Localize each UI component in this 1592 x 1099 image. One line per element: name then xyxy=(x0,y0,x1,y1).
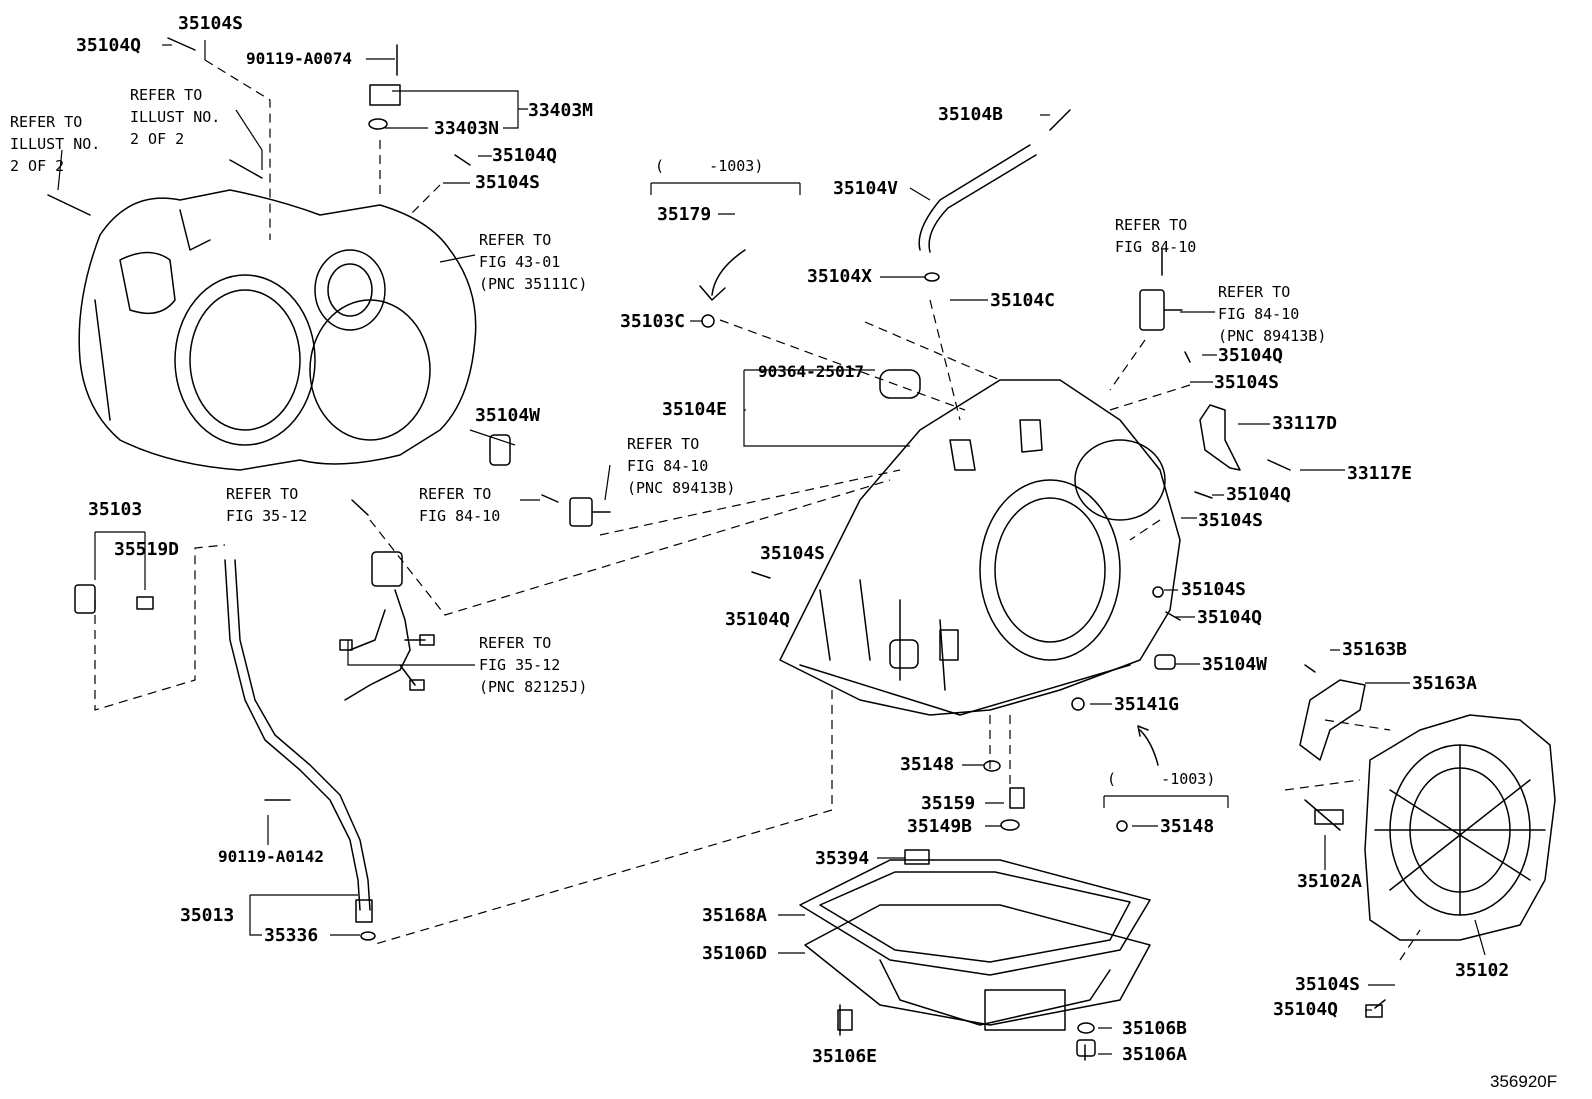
reference-note: REFER TO ILLUST NO. 2 OF 2 xyxy=(130,86,221,148)
part-label: 35103C xyxy=(620,311,686,332)
reference-note: REFER TO FIG 43-01 (PNC 35111C) xyxy=(479,231,588,293)
part-label: 35104Q xyxy=(1218,345,1284,366)
part-label: 35179 xyxy=(657,204,712,225)
part-label: 35104Q xyxy=(492,145,558,166)
part-label: 35013 xyxy=(180,905,235,926)
part-label: 35102A xyxy=(1297,871,1363,892)
part-label: 33117E xyxy=(1347,463,1413,484)
part-label: 35104Q xyxy=(1197,607,1263,628)
reference-note: REFER TO FIG 35-12 xyxy=(226,485,308,525)
transaxle-case-main xyxy=(779,379,1181,716)
part-label: 35104S xyxy=(1198,510,1264,531)
part-label: 35104Q xyxy=(725,609,791,630)
direction-arrows xyxy=(699,249,1159,766)
part-label: 35104S xyxy=(178,13,244,34)
part-label: 35104Q xyxy=(76,35,142,56)
wire-harness xyxy=(339,551,435,701)
diagram-code: 356920F xyxy=(1490,1072,1558,1091)
part-label: 35104Q xyxy=(1273,999,1339,1020)
plate-35163A xyxy=(1299,679,1366,761)
part-label: 33117D xyxy=(1272,413,1338,434)
filler-tube xyxy=(918,109,1071,253)
date-range-note: ( -1003) xyxy=(655,157,764,175)
part-label: 35106A xyxy=(1122,1044,1188,1065)
bracket-33117D xyxy=(1199,404,1241,471)
part-label: 33403N xyxy=(434,118,500,139)
part-label: 35104S xyxy=(475,172,541,193)
part-label: 90364-25017 xyxy=(758,362,864,381)
part-label: 35104S xyxy=(1181,579,1247,600)
date-range-note: ( -1003) xyxy=(1107,770,1216,788)
leader-lines xyxy=(57,40,1486,1055)
part-label: 35159 xyxy=(921,793,976,814)
part-label: 35104S xyxy=(760,543,826,564)
side-cover-35102 xyxy=(1364,714,1556,941)
reference-note: REFER TO FIG 84-10 (PNC 89413B) xyxy=(627,435,736,497)
part-label: 35104X xyxy=(807,266,873,287)
reference-note: REFER TO ILLUST NO. 2 OF 2 xyxy=(10,113,101,175)
transaxle-housing-left xyxy=(78,189,477,471)
part-label: 35102 xyxy=(1455,960,1510,981)
part-label: 35104S xyxy=(1295,974,1361,995)
part-label: 35141G xyxy=(1114,694,1180,715)
part-label: 35106E xyxy=(812,1046,878,1067)
part-label: 35104W xyxy=(1202,654,1268,675)
part-label: 90119-A0142 xyxy=(218,847,324,866)
part-label: 35104E xyxy=(662,399,728,420)
reference-note: REFER TO FIG 35-12 (PNC 82125J) xyxy=(479,634,588,696)
part-label: 35104W xyxy=(475,405,541,426)
part-label: 35104V xyxy=(833,178,899,199)
reference-note: REFER TO FIG 84-10 xyxy=(419,485,501,525)
part-label: 35519D xyxy=(114,539,180,560)
speed-sensor-right xyxy=(1139,289,1183,331)
dashed-reference-lines xyxy=(94,59,1421,961)
washers xyxy=(360,118,1164,1034)
reference-note: REFER TO FIG 84-10 (PNC 89413B) xyxy=(1218,283,1327,345)
part-label: 35104S xyxy=(1214,372,1280,393)
part-label: 35106B xyxy=(1122,1018,1188,1039)
part-label: 35148 xyxy=(900,754,955,775)
dipstick-tube xyxy=(224,559,373,923)
part-label: 35149B xyxy=(907,816,973,837)
bolts xyxy=(47,37,1386,1061)
part-label: 33403M xyxy=(528,100,594,121)
part-label: 35104Q xyxy=(1226,484,1292,505)
part-label: 35394 xyxy=(815,848,870,869)
part-label: 35148 xyxy=(1160,816,1215,837)
part-label: 35168A xyxy=(702,905,768,926)
part-label: 35104C xyxy=(990,290,1056,311)
part-label: 35104B xyxy=(938,104,1004,125)
reference-note: REFER TO FIG 84-10 xyxy=(1115,216,1197,256)
part-label: 35106D xyxy=(702,943,768,964)
oil-pan xyxy=(799,859,1151,1031)
part-label: 35163A xyxy=(1412,673,1478,694)
part-label: 35163B xyxy=(1342,639,1408,660)
part-label: 35336 xyxy=(264,925,319,946)
part-label: 35103 xyxy=(88,499,143,520)
part-label: 90119-A0074 xyxy=(246,49,352,68)
small-parts xyxy=(74,84,1383,1057)
speed-sensor-mid xyxy=(569,497,611,527)
